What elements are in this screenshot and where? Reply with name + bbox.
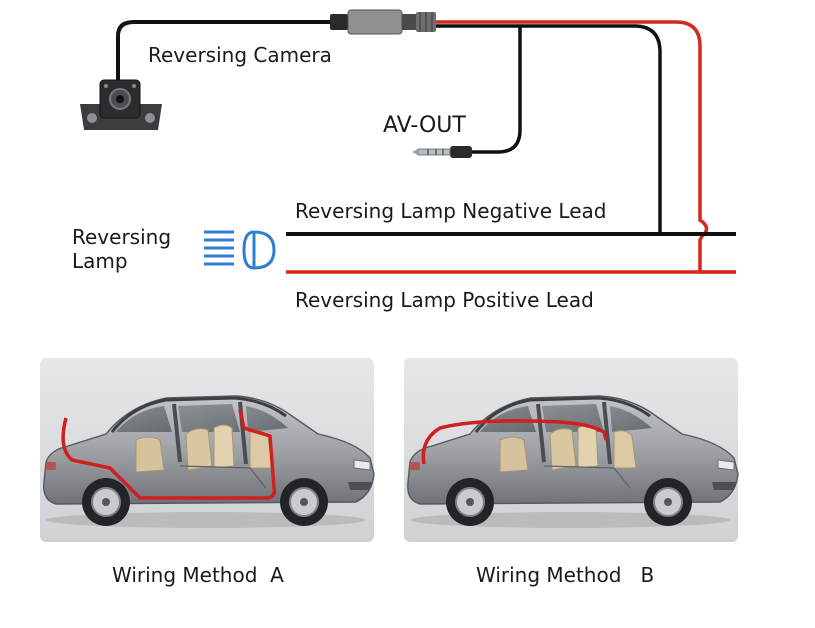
av-out-cable (470, 26, 522, 154)
av-out-label: AV-OUT (383, 113, 466, 138)
wiring-method-b-caption: Wiring Method B (476, 563, 654, 587)
route-line-method-b (421, 419, 608, 465)
negative-supply-wire (436, 24, 662, 234)
reversing-lamp-label-line2: Lamp (72, 249, 128, 273)
reversing-lamp-icon (204, 230, 276, 270)
wiring-method-a-panel (40, 358, 376, 542)
positive-lead-label: Reversing Lamp Positive Lead (295, 288, 594, 312)
negative-lead-label: Reversing Lamp Negative Lead (295, 199, 606, 223)
inline-connector-icon (330, 9, 436, 35)
wiring-method-a-caption: Wiring Method A (112, 563, 284, 587)
reversing-camera-icon (80, 79, 162, 130)
route-line-method-a (61, 409, 277, 500)
reversing-lamp-label-line1: Reversing (72, 225, 171, 249)
wiring-method-b-panel (404, 358, 740, 542)
camera-cable (116, 20, 332, 82)
reversing-camera-label: Reversing Camera (148, 43, 332, 67)
av-out-plug-icon (412, 146, 472, 158)
